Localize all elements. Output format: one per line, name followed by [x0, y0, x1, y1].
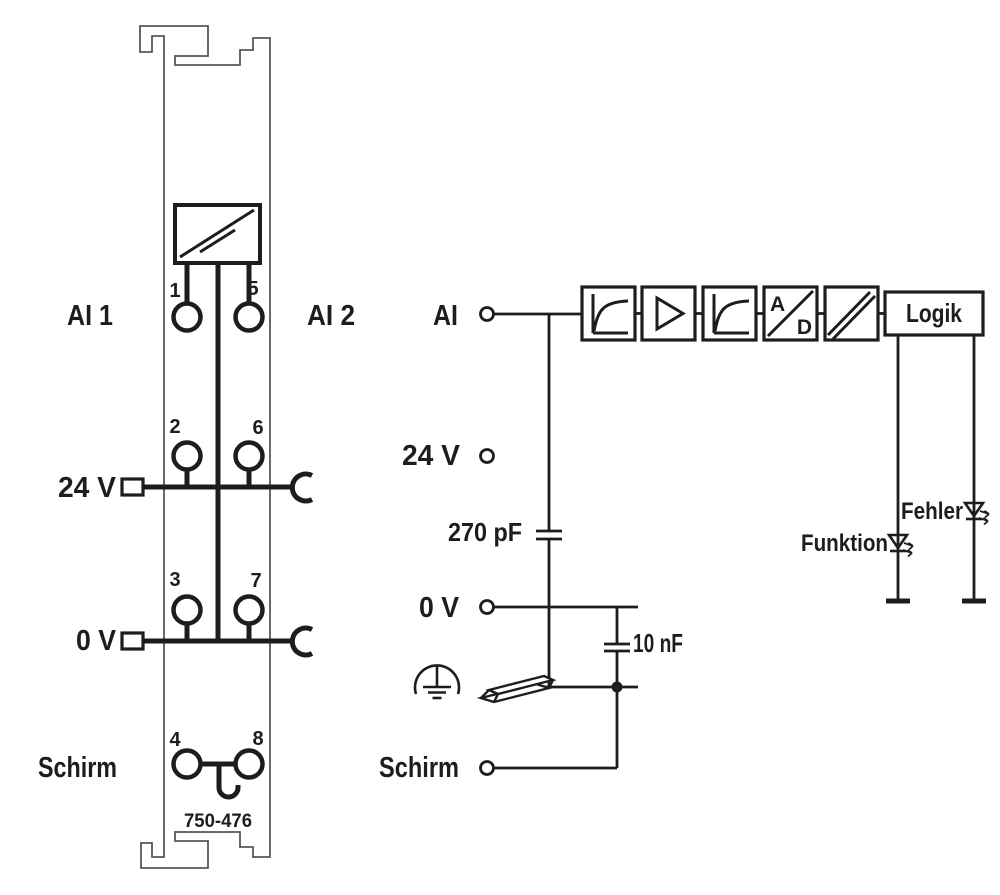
terminal-number-4: 4: [169, 729, 181, 751]
led-function-icon: [886, 533, 910, 551]
terminal-number-2: 2: [169, 416, 180, 438]
filter-2-curve: [713, 299, 750, 332]
terminal-number-6: 6: [252, 417, 263, 439]
label-ai-right: AI: [433, 300, 458, 332]
logic-block: [883, 290, 985, 337]
terminal-circle-2: [171, 440, 203, 472]
24v-terminal-icon: [479, 448, 495, 464]
amplifier-block: [640, 285, 697, 342]
capacitor-10nf-label: 10 nF: [633, 628, 683, 658]
label-schirm-right: Schirm: [379, 752, 459, 784]
filter-1-curve: [592, 299, 629, 332]
terminal-number-1: 1: [169, 280, 180, 302]
label-ai1: AI 1: [67, 300, 113, 332]
terminal-number-5: 5: [247, 278, 258, 300]
shield-hook-icon: [216, 763, 241, 800]
terminal-circle-3: [171, 594, 203, 626]
label-0v-right: 0 V: [419, 592, 460, 624]
filter-block-1: [580, 285, 637, 342]
led-error-label: Fehler: [901, 498, 963, 525]
adc-letter-a: A: [770, 293, 785, 316]
label-ai2: AI 2: [307, 300, 355, 332]
terminal-circle-5: [233, 301, 265, 333]
plug-0v-icon: [120, 631, 145, 651]
din-rail-icon: [476, 674, 557, 704]
terminal-circle-7: [233, 594, 265, 626]
label-24v-right: 24 V: [402, 440, 461, 472]
adc-letter-d: D: [797, 316, 812, 339]
label-0v: 0 V: [76, 625, 117, 657]
terminal-circle-1: [171, 301, 203, 333]
terminal-number-8: 8: [252, 728, 263, 750]
0v-terminal-icon: [479, 599, 495, 615]
converter-diagonal: [179, 208, 255, 259]
shield-terminal-icon: [479, 760, 495, 776]
plug-24v-icon: [120, 477, 145, 497]
jumper-contact-24v-icon: [289, 471, 314, 504]
led-error-rays: [978, 510, 990, 526]
label-24v: 24 V: [58, 472, 117, 504]
earth-icon: [413, 664, 461, 700]
adc-diagonal: [766, 289, 815, 338]
logic-block-label: Logik: [906, 298, 962, 328]
amplifier-triangle-icon: [655, 295, 686, 332]
terminal-number-3: 3: [169, 569, 180, 591]
led-error-icon: [962, 501, 986, 519]
jumper-contact-0v-icon: [289, 625, 314, 658]
part-number: 750-476: [184, 811, 252, 832]
terminal-circle-4: [171, 748, 203, 780]
ai-terminal-icon: [479, 306, 495, 322]
converter-diagonal-short: [199, 228, 236, 254]
capacitor-270pf-label: 270 pF: [448, 517, 522, 547]
label-schirm: Schirm: [38, 752, 117, 784]
led-function-label: Funktion: [801, 530, 888, 557]
led-function-rays: [902, 542, 914, 558]
terminal-circle-8: [233, 748, 265, 780]
terminal-number-7: 7: [250, 570, 261, 592]
terminal-circle-6: [233, 440, 265, 472]
isolation-diagonal-1: [826, 290, 872, 337]
isolation-diagonal-2: [831, 294, 877, 341]
